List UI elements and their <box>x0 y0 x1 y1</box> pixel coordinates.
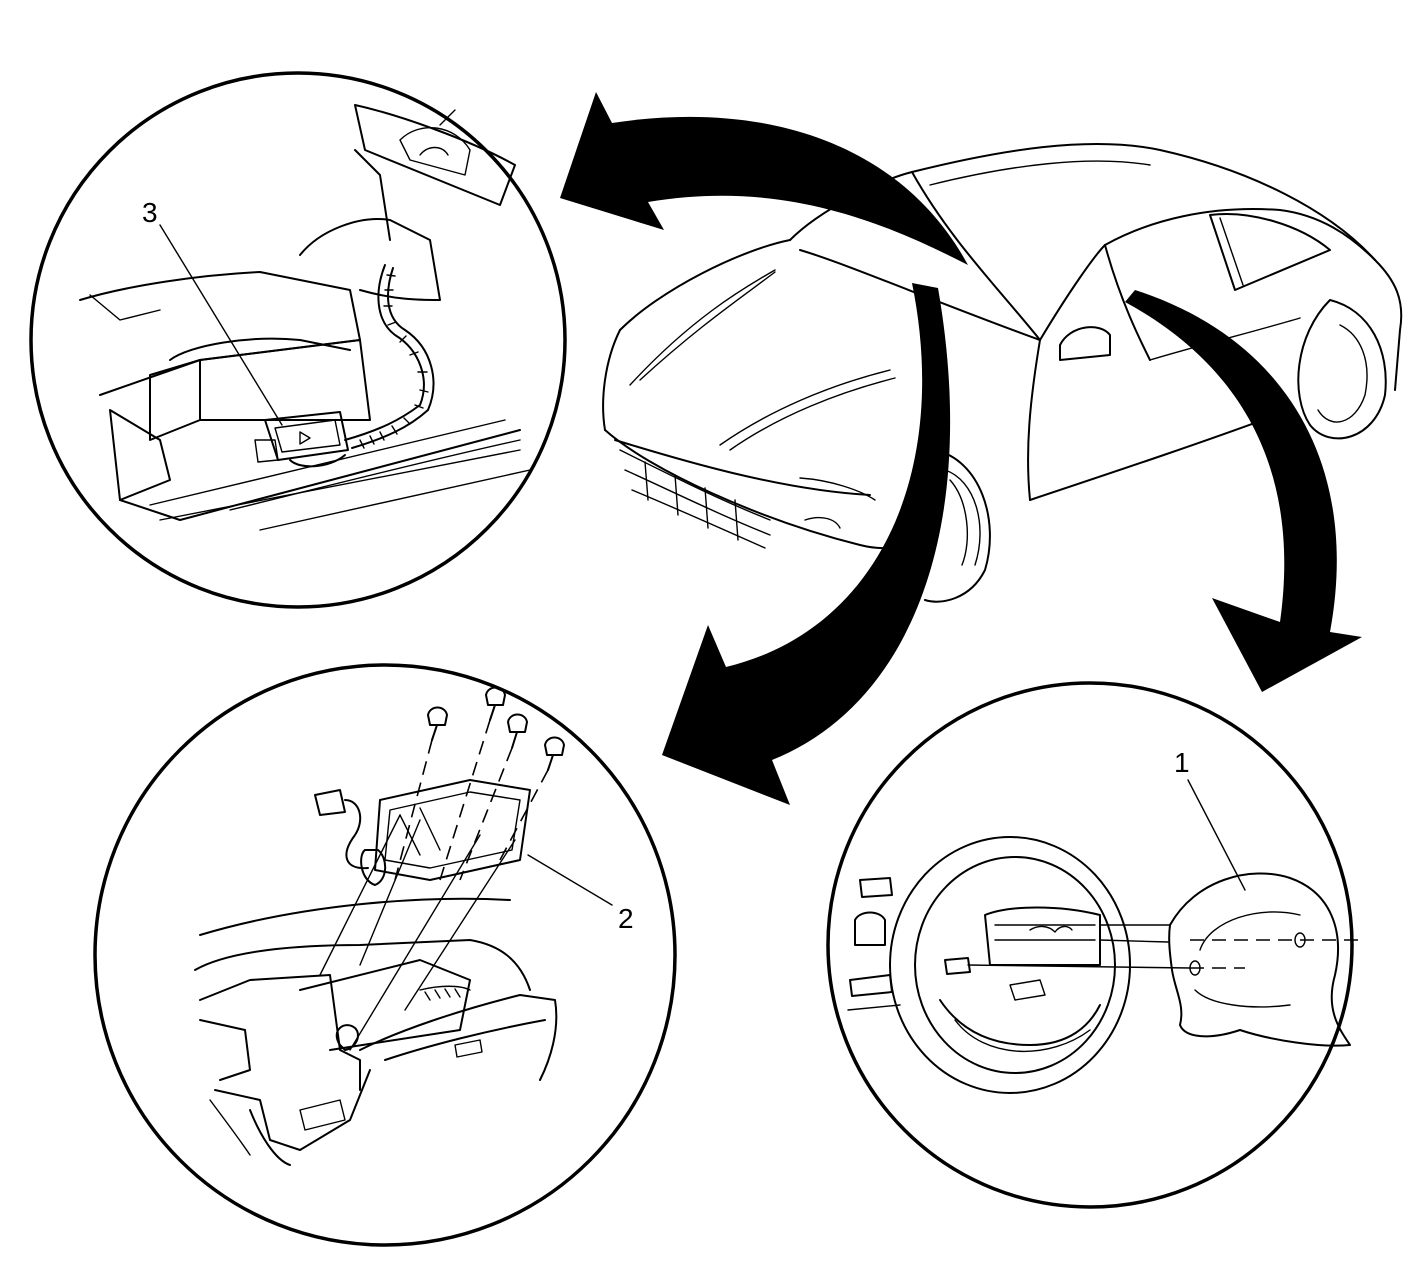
callout-3: 3 <box>142 197 158 228</box>
passenger-airbag-module-icon <box>194 686 613 1166</box>
arrow-to-steering-wheel-icon <box>1125 290 1362 692</box>
arrow-to-passenger-module-icon <box>662 283 951 805</box>
car-overview-icon <box>602 143 1403 603</box>
callout-1: 1 <box>1174 747 1190 778</box>
passenger-module-detail-circle <box>93 663 677 1247</box>
sensing-module-icon <box>79 104 531 531</box>
steering-wheel-airbag-icon <box>847 779 1360 1094</box>
arrow-to-sensor-icon <box>560 92 968 265</box>
steering-wheel-detail-circle <box>826 681 1354 1209</box>
callout-2: 2 <box>618 903 634 934</box>
